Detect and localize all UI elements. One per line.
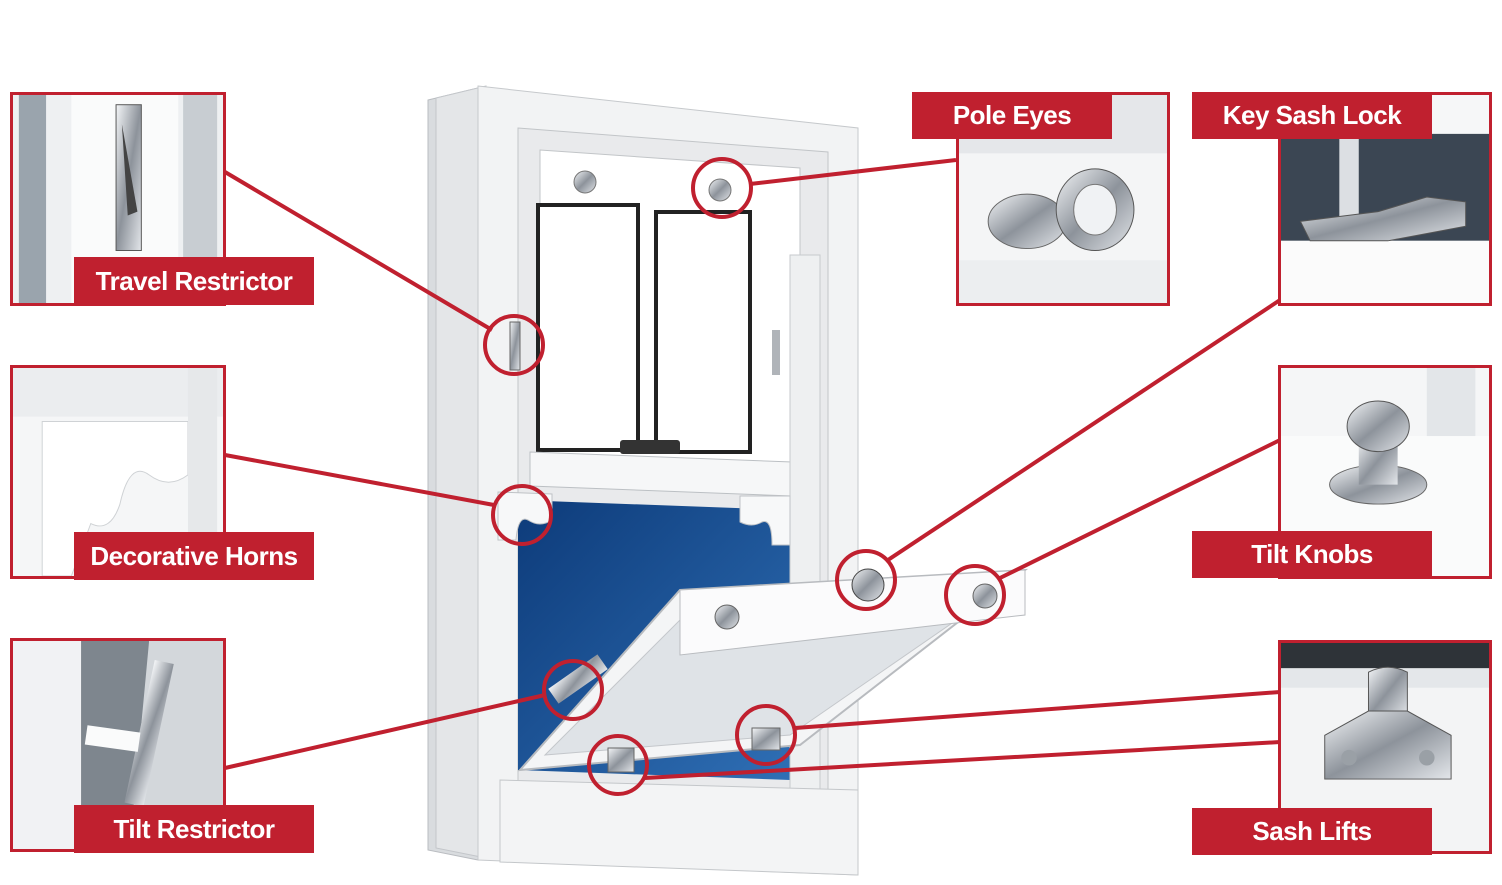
sash-lifts-label: Sash Lifts (1192, 808, 1432, 855)
pole-eyes-label: Pole Eyes (912, 92, 1112, 139)
tilt-knob-icon (1281, 368, 1489, 576)
leader-lines (223, 158, 1282, 780)
tilt-knobs-panel (1278, 365, 1492, 579)
tilt-knobs-label: Tilt Knobs (1192, 531, 1432, 578)
tilt-restrictor-label: Tilt Restrictor (74, 805, 314, 853)
decorative-horns-label: Decorative Horns (74, 532, 314, 580)
highlight-circles (483, 157, 1006, 796)
travel-restrictor-label: Travel Restrictor (74, 257, 314, 305)
tilted-sash (517, 568, 1029, 773)
key-sash-lock-label: Key Sash Lock (1192, 92, 1432, 139)
